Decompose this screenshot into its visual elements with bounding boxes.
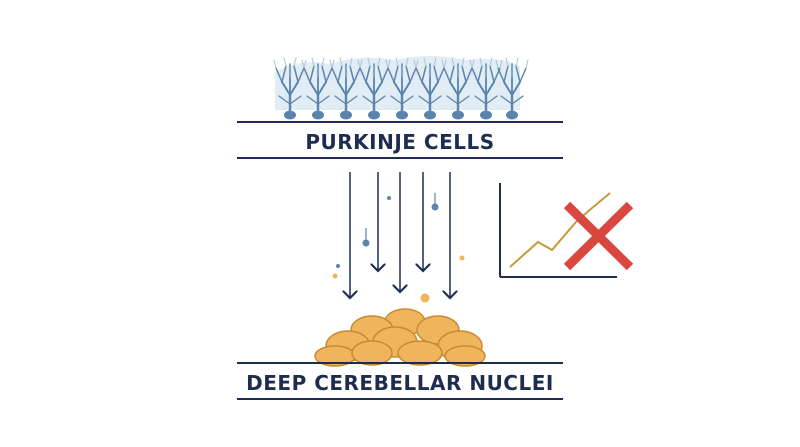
deep-cerebellar-nuclei-label: DEEP CEREBELLAR NUCLEI <box>246 371 554 395</box>
purkinje-soma <box>480 110 492 120</box>
signal-arrows <box>350 172 450 298</box>
nuclei-cluster-icon <box>314 308 486 367</box>
red-x-icon <box>563 201 634 271</box>
purkinje-soma <box>506 110 518 120</box>
purkinje-soma <box>368 110 380 120</box>
purkinje-soma <box>284 110 296 120</box>
rising-trend-icon <box>499 183 617 278</box>
purkinje-soma <box>340 110 352 120</box>
trend-line <box>509 192 611 268</box>
purkinje-soma <box>396 110 408 120</box>
purkinje-dendrite-icon <box>273 57 529 120</box>
purkinje-cells-label: PURKINJE CELLS <box>305 130 495 154</box>
purkinje-soma <box>424 110 436 120</box>
purkinje-soma <box>312 110 324 120</box>
purkinje-soma <box>452 110 464 120</box>
neurotransmitter-dots <box>332 193 465 303</box>
